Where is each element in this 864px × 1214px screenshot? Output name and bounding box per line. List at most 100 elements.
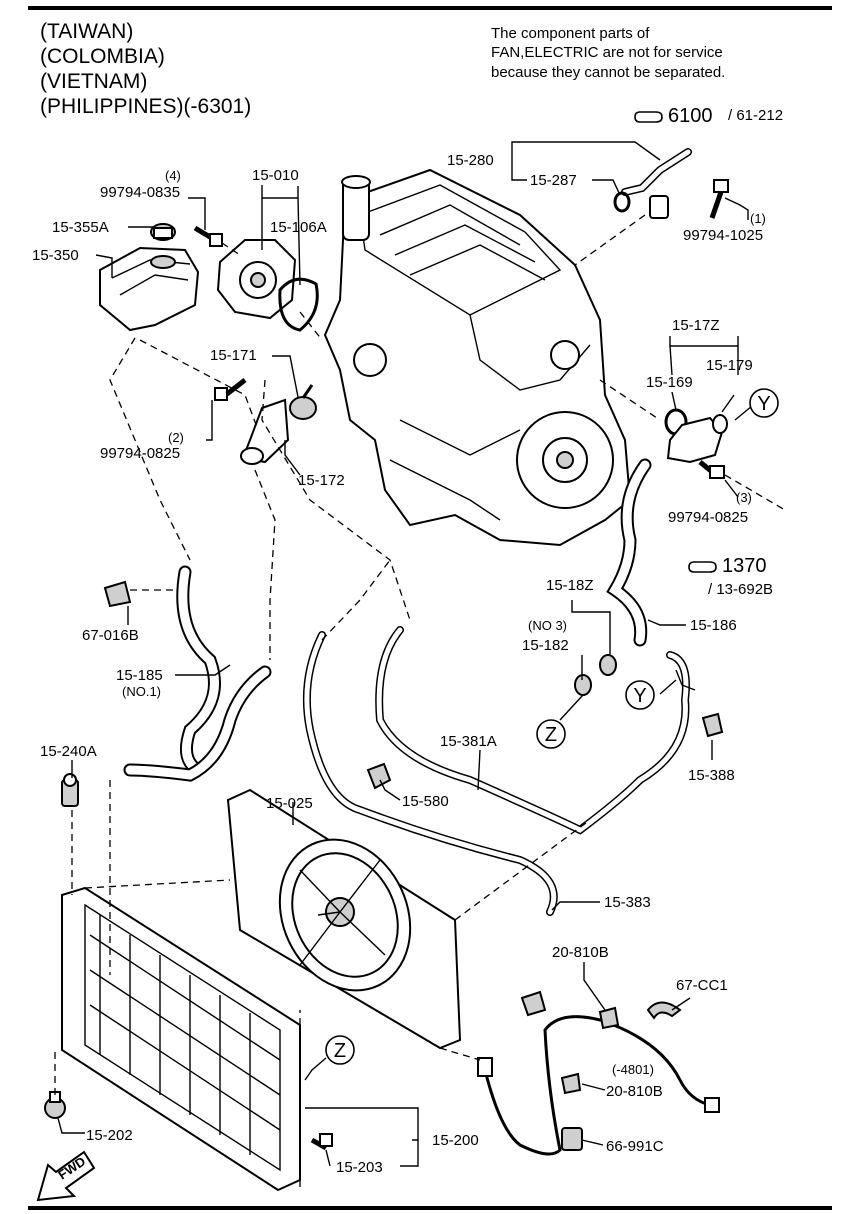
label-15-169[interactable]: 15-169 bbox=[646, 374, 693, 391]
label-qty-2: (2) bbox=[168, 430, 184, 445]
bolt-15-203[interactable] bbox=[310, 1133, 333, 1151]
callout-y-upper[interactable]: Y bbox=[749, 388, 779, 418]
label-15-18z[interactable]: 15-18Z bbox=[546, 577, 594, 594]
label-qty-1: (1) bbox=[750, 211, 766, 226]
hose-15-185[interactable] bbox=[123, 565, 272, 782]
note-line-1: The component parts of bbox=[491, 25, 650, 42]
label-qty-3: (3) bbox=[736, 490, 752, 505]
bolt-99794-0825-right[interactable] bbox=[698, 460, 725, 479]
water-pipe-15-280[interactable] bbox=[621, 148, 692, 219]
clip-67-cc1[interactable] bbox=[646, 1001, 682, 1020]
coolant-reservoir-15-350[interactable] bbox=[99, 246, 200, 332]
label-no-1: (NO.1) bbox=[122, 684, 161, 699]
label-66-991c[interactable]: 66-991C bbox=[606, 1138, 664, 1155]
callout-letter: Y bbox=[757, 393, 770, 415]
label-15-287[interactable]: 15-287 bbox=[530, 172, 577, 189]
label-15-025[interactable]: 15-025 bbox=[266, 795, 313, 812]
leader-lines bbox=[57, 141, 753, 1167]
o-ring-15-287[interactable] bbox=[613, 191, 631, 213]
label-15-172[interactable]: 15-172 bbox=[298, 472, 345, 489]
bushing-15-240a[interactable] bbox=[61, 773, 79, 807]
water-pump-15-010[interactable] bbox=[216, 239, 297, 320]
applicability-block: (TAIWAN) (COLOMBIA) (VIETNAM) (PHILIPPIN… bbox=[40, 20, 251, 118]
region-vietnam: (VIETNAM) bbox=[40, 70, 147, 93]
clip-20-810b-upper[interactable] bbox=[520, 990, 620, 1030]
clip-20-810b-lower[interactable] bbox=[560, 1072, 582, 1095]
label-15-171[interactable]: 15-171 bbox=[210, 347, 257, 364]
callout-letter: Z bbox=[545, 724, 557, 746]
label-15-202[interactable]: 15-202 bbox=[86, 1127, 133, 1144]
region-colombia: (COLOMBIA) bbox=[40, 45, 165, 68]
thermostat-15-171[interactable] bbox=[289, 384, 317, 420]
label-15-010[interactable]: 15-010 bbox=[252, 167, 299, 184]
service-note: The component parts of FAN,ELECTRIC are … bbox=[491, 25, 725, 81]
fan-assembly-15-025[interactable] bbox=[226, 788, 462, 1050]
label-15-17z[interactable]: 15-17Z bbox=[672, 317, 720, 334]
label-67-cc1[interactable]: 67-CC1 bbox=[676, 977, 728, 994]
label-20-810b-lower[interactable]: 20-810B bbox=[606, 1083, 663, 1100]
label-15-179[interactable]: 15-179 bbox=[706, 357, 753, 374]
label-15-185[interactable]: 15-185 bbox=[116, 667, 163, 684]
forward-direction-arrow: FWD bbox=[36, 1150, 96, 1202]
label-15-186[interactable]: 15-186 bbox=[690, 617, 737, 634]
water-outlet-15-179[interactable] bbox=[666, 414, 728, 464]
label-15-240a[interactable]: 15-240A bbox=[40, 743, 97, 760]
label-no-3: (NO 3) bbox=[528, 618, 567, 633]
label-15-203[interactable]: 15-203 bbox=[336, 1159, 383, 1176]
reference-main-number: 1370 bbox=[722, 555, 767, 577]
label-15-280[interactable]: 15-280 bbox=[447, 152, 494, 169]
label-15-200[interactable]: 15-200 bbox=[432, 1132, 479, 1149]
callout-letter: Y bbox=[633, 685, 646, 707]
reference-6100[interactable]: 6100 / 61-212 bbox=[634, 105, 783, 127]
callout-z-middle[interactable]: Z bbox=[536, 719, 566, 749]
callout-letter: Z bbox=[334, 1040, 346, 1062]
label-15-580[interactable]: 15-580 bbox=[402, 793, 449, 810]
label-15-106a[interactable]: 15-106A bbox=[270, 219, 327, 236]
label-99794-0825-right[interactable]: 99794-0825 bbox=[668, 509, 748, 526]
hose-clamps-15-182[interactable] bbox=[574, 654, 617, 696]
part-labels: 15-280 15-287 (1) 99794-1025 (4) 99794-0… bbox=[32, 152, 766, 1176]
callout-z-lower[interactable]: Z bbox=[325, 1035, 355, 1065]
label-67-016b[interactable]: 67-016B bbox=[82, 627, 139, 644]
label-15-383[interactable]: 15-383 bbox=[604, 894, 651, 911]
region-taiwan: (TAIWAN) bbox=[40, 20, 133, 43]
bolt-99794-1025[interactable] bbox=[709, 179, 729, 219]
pointing-hand-icon bbox=[688, 561, 717, 573]
reference-sub-number: / 13-692B bbox=[708, 581, 773, 598]
bolt-99794-0835[interactable] bbox=[193, 225, 223, 247]
wiring-harness-66-991c[interactable] bbox=[477, 1015, 720, 1156]
label-20-810b-upper[interactable]: 20-810B bbox=[552, 944, 609, 961]
reservoir-cap-15-355a[interactable] bbox=[150, 223, 176, 241]
label-15-388[interactable]: 15-388 bbox=[688, 767, 735, 784]
hose-15-381a[interactable] bbox=[375, 626, 690, 835]
callout-y-lower[interactable]: Y bbox=[625, 680, 655, 710]
label-15-350[interactable]: 15-350 bbox=[32, 247, 79, 264]
clip-67-016b[interactable] bbox=[103, 580, 132, 608]
label-99794-0835[interactable]: 99794-0835 bbox=[100, 184, 180, 201]
label-15-355a[interactable]: 15-355A bbox=[52, 219, 109, 236]
engine-block-illustration bbox=[323, 168, 632, 547]
pointing-hand-icon bbox=[634, 111, 663, 123]
clip-15-580[interactable] bbox=[366, 762, 392, 790]
label-99794-1025[interactable]: 99794-1025 bbox=[683, 227, 763, 244]
hose-15-383[interactable] bbox=[302, 631, 558, 916]
bushing-15-202[interactable] bbox=[44, 1091, 66, 1119]
reference-sub-number: / 61-212 bbox=[728, 107, 783, 124]
label-99794-0825-left[interactable]: 99794-0825 bbox=[100, 445, 180, 462]
label-qty-4: (4) bbox=[165, 168, 181, 183]
note-line-2: FAN,ELECTRIC are not for service bbox=[491, 44, 723, 61]
label-15-182[interactable]: 15-182 bbox=[522, 637, 569, 654]
reference-1370[interactable]: 1370 / 13-692B bbox=[688, 555, 773, 598]
reference-main-number: 6100 bbox=[668, 105, 713, 127]
region-philippines: (PHILIPPINES)(-6301) bbox=[40, 95, 251, 118]
label-15-381a[interactable]: 15-381A bbox=[440, 733, 497, 750]
note-line-3: because they cannot be separated. bbox=[491, 64, 725, 81]
thermostat-cover-15-172[interactable] bbox=[240, 398, 290, 465]
label-minus-4801: (-4801) bbox=[612, 1062, 654, 1077]
clip-15-388[interactable] bbox=[701, 712, 724, 738]
hose-15-186[interactable] bbox=[606, 458, 652, 647]
bolt-99794-0825-left[interactable] bbox=[214, 378, 247, 401]
assembly-dashed-lines bbox=[54, 214, 786, 1190]
gasket-15-106a[interactable] bbox=[278, 277, 319, 332]
